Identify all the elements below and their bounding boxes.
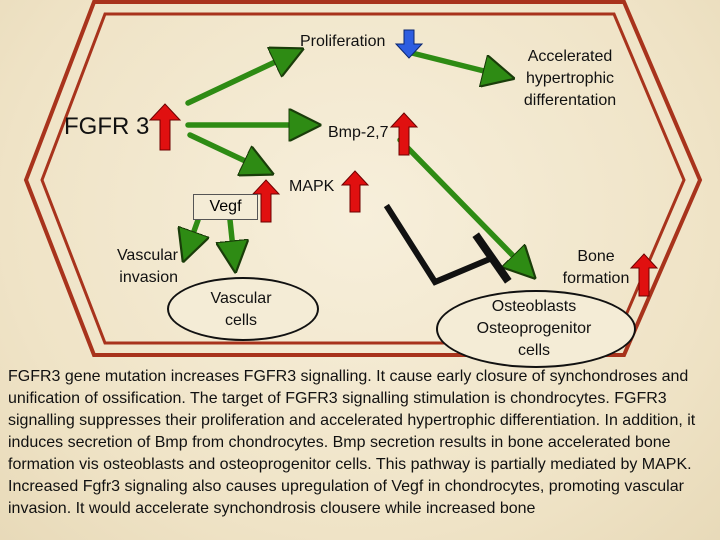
label-vascular-cells: Vascular cells xyxy=(210,290,272,329)
label-osteoblasts: Osteoblasts Osteoprogenitor cells xyxy=(476,298,592,359)
vascular-cells-ellipse xyxy=(167,277,319,341)
inhibition-bracket xyxy=(383,203,512,286)
vegf-box: Vegf xyxy=(193,194,258,220)
label-mapk: MAPK xyxy=(289,178,335,195)
label-fgfr3: FGFR 3 xyxy=(64,113,150,140)
caption-paragraph-1: FGFR3 gene mutation increases FGFR3 sign… xyxy=(8,368,696,473)
arrow-fgfr3-vegf xyxy=(187,132,260,168)
up-arrow-icon-bone-formation xyxy=(629,253,659,297)
caption-paragraph-2: Increased Fgfr3 signaling also causes up… xyxy=(8,478,684,517)
arrow-vegf-vascular-invasion xyxy=(188,217,198,248)
caption-text: FGFR3 gene mutation increases FGFR3 sign… xyxy=(8,366,714,520)
arrow-vegf-vascular-cells xyxy=(230,217,234,258)
arrow-proliferation-hypertrophic xyxy=(409,50,500,75)
up-arrow-icon-fgfr3 xyxy=(148,103,182,151)
activation-arrows xyxy=(188,53,525,268)
label-proliferation: Proliferation xyxy=(300,33,386,50)
label-accelerated-hypertrophic: Accelerated hypertrophic differentation xyxy=(523,48,617,109)
label-bone-formation: Bone formation xyxy=(562,248,630,287)
label-vascular-invasion: Vascular invasion xyxy=(116,247,178,286)
up-arrow-icon-mapk xyxy=(340,170,370,213)
down-arrow-icon-proliferation xyxy=(394,29,424,59)
up-arrow-icon-bmp xyxy=(389,112,419,156)
arrow-bmp-bone-formation xyxy=(397,137,525,268)
arrow-fgfr3-proliferation xyxy=(185,55,290,106)
osteoblasts-ellipse xyxy=(436,290,636,368)
up-arrow-icon-vegf xyxy=(251,179,281,223)
label-bmp: Bmp-2,7 xyxy=(328,124,389,141)
